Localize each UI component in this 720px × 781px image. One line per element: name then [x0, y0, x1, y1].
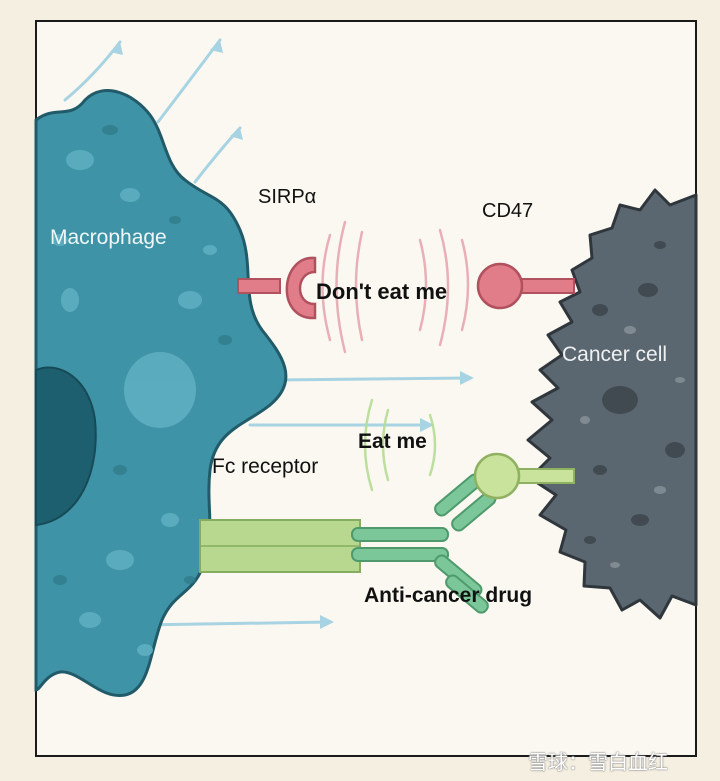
eat-me-waves	[363, 398, 437, 492]
label-cd47: CD47	[482, 200, 534, 222]
cd47-ligand	[476, 262, 575, 310]
macrophage-nucleus	[35, 366, 97, 527]
arrow-middle-upper	[273, 376, 472, 382]
watermark: 雪球：雪白血红	[528, 752, 668, 774]
fc-receptor	[199, 519, 361, 573]
cancer-cell-spots	[584, 241, 685, 544]
eat-me-ligand	[473, 452, 575, 500]
arrow-bottom	[138, 620, 332, 627]
anti-cancer-antibody	[351, 473, 497, 614]
label-eat-me: Eat me	[358, 430, 427, 453]
label-dont-eat-me: Don't eat me	[316, 279, 448, 304]
arrow-heads	[110, 40, 474, 629]
label-macrophage: Macrophage	[50, 226, 167, 249]
dont-eat-me-waves	[321, 220, 470, 354]
macrophage-granules	[53, 125, 232, 585]
label-cancer-cell: Cancer cell	[562, 343, 668, 366]
cancer-cell-highlights	[580, 326, 685, 568]
label-sirp-alpha: SIRPα	[258, 186, 317, 208]
label-anti-cancer-drug: Anti-cancer drug	[364, 584, 533, 607]
label-fc-receptor: Fc receptor	[212, 455, 319, 478]
sirp-alpha-receptor	[237, 256, 317, 320]
macrophage-organelles	[52, 150, 217, 656]
